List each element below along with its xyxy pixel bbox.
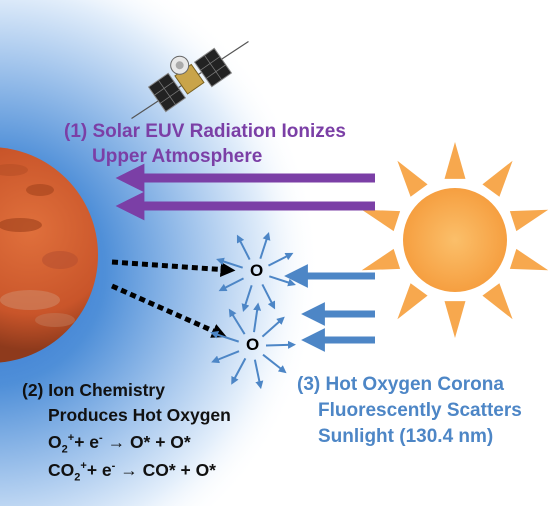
euv-arrows — [115, 163, 375, 221]
step1-label-line2: Upper Atmosphere — [92, 146, 263, 167]
scatter-arrow — [253, 302, 262, 333]
scatter-arrow — [259, 232, 271, 259]
reaction-arrow-icon: → — [120, 460, 138, 480]
scatter-arrows-atom2 — [210, 302, 296, 390]
scatter-arrow — [262, 353, 287, 374]
sun-ray — [361, 248, 401, 271]
scatter-arrow — [253, 359, 264, 390]
scatter-arrow — [216, 257, 243, 269]
sun-ray — [509, 209, 549, 232]
scatter-arrow — [210, 330, 240, 343]
step1-label-line1: (1) Solar EUV Radiation Ionizes — [64, 121, 346, 142]
scatter-arrow — [261, 316, 285, 338]
step3-label-line2: Fluorescently Scatters — [318, 400, 522, 421]
scatter-arrow — [211, 350, 240, 364]
sun-ray — [361, 209, 401, 232]
sun-ray — [397, 283, 428, 320]
scatter-arrow — [218, 277, 244, 292]
oxygen-atom-2: O — [246, 335, 260, 354]
scatter-arrow — [236, 234, 251, 260]
scatter-arrow — [241, 285, 253, 312]
scatter-arrow — [269, 275, 296, 287]
scatter-arrow — [268, 252, 294, 267]
step3-label-line3: Sunlight (130.4 nm) — [318, 426, 494, 447]
step2-label-line2: Produces Hot Oxygen — [48, 405, 231, 425]
oxygen-atom-1: O — [250, 261, 264, 280]
reaction-1: O2++ e- → O* + O* — [48, 432, 191, 456]
sun-ray — [444, 142, 466, 179]
sunlight-arrows — [284, 264, 375, 352]
step3-label-line1: (3) Hot Oxygen Corona — [297, 374, 504, 395]
sun-ray — [444, 301, 466, 338]
mars-planet-icon — [0, 147, 98, 363]
sun-rays — [361, 142, 549, 338]
sun-ray — [482, 283, 513, 320]
step2-label-line1: (2) Ion Chemistry — [22, 380, 165, 400]
scatter-arrow — [261, 284, 276, 310]
scatter-arrows-atom1 — [216, 232, 296, 312]
sun-icon — [403, 188, 507, 292]
sun-ray — [397, 160, 428, 197]
reaction-2: CO2++ e- → CO* + O* — [48, 460, 216, 484]
scatter-arrow — [265, 340, 296, 349]
sun-ray — [482, 160, 513, 197]
scatter-arrow — [231, 357, 247, 385]
satellite-icon — [131, 40, 249, 120]
reaction-arrow-icon: → — [107, 432, 126, 452]
sun-ray — [509, 248, 549, 271]
scatter-arrow — [228, 308, 246, 335]
